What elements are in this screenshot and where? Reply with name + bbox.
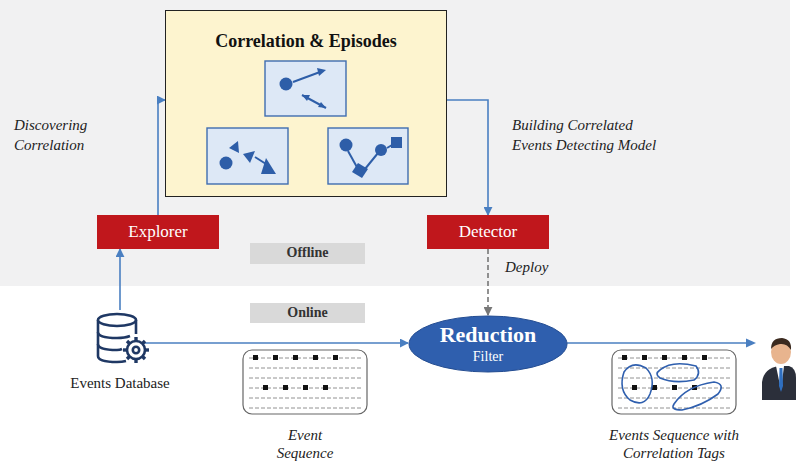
- node-label: Offline: [287, 245, 329, 262]
- node-label: Reduction: [440, 322, 537, 348]
- tagged-sequence-panel: [590, 348, 758, 418]
- node-label: Correlation & Episodes: [166, 11, 446, 53]
- node-label: Online: [287, 305, 327, 322]
- episode-panel: [207, 128, 288, 184]
- node-label: Explorer: [128, 222, 187, 242]
- user-icon: [762, 338, 796, 400]
- connector: [158, 100, 165, 215]
- arrow-head: [746, 339, 756, 348]
- node-label: Detector: [459, 222, 518, 242]
- edge-label: Building Correlated Events Detecting Mod…: [512, 116, 662, 155]
- connector: [119, 249, 121, 310]
- sequence-node: Events Sequence with Correlation Tags: [590, 348, 758, 470]
- process-box: Explorer: [97, 215, 219, 249]
- database-node: Events Database: [62, 310, 178, 400]
- episode-panel: [328, 128, 408, 184]
- edge-label: Discovering Correlation: [14, 116, 154, 155]
- database-icon: [62, 310, 178, 370]
- phase-tag: Online: [250, 303, 365, 323]
- filter-ellipse: ReductionFilter: [408, 315, 568, 373]
- episode-panel: [265, 61, 346, 116]
- process-box: Detector: [427, 215, 549, 249]
- offline-region: [0, 0, 790, 286]
- edge-label: Deploy: [505, 258, 585, 278]
- connector: [447, 100, 488, 215]
- connector: [487, 249, 489, 315]
- node-sublabel: Filter: [473, 349, 503, 366]
- sequence-panel: [225, 348, 385, 418]
- sequence-node: Event Sequence: [225, 348, 385, 470]
- output-arrow: [567, 342, 748, 344]
- node-label: Events Sequence with Correlation Tags: [592, 426, 756, 462]
- node-label: Events Database: [62, 374, 178, 392]
- group-box: Correlation & Episodes: [165, 10, 447, 197]
- connector: [142, 342, 408, 344]
- node-label: Event Sequence: [263, 426, 347, 462]
- phase-tag: Offline: [250, 243, 365, 264]
